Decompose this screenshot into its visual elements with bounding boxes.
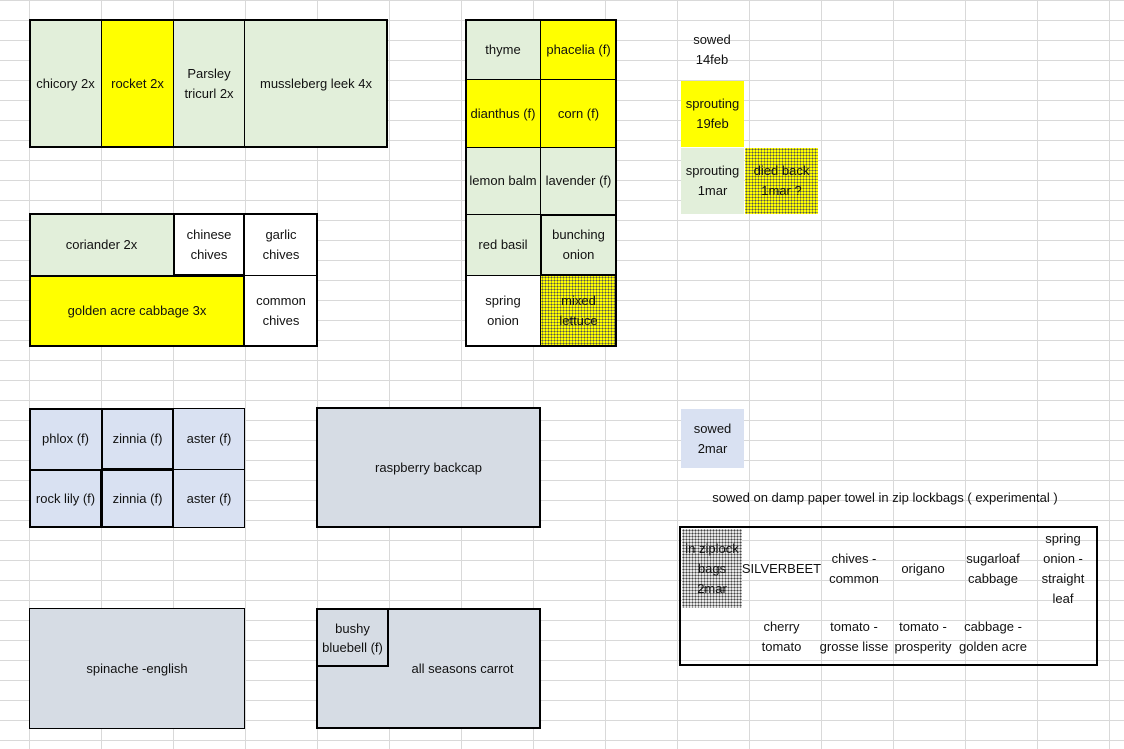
legend-sprouting-1mar: sprouting 1mar (681, 148, 744, 214)
plant-aster-1[interactable]: aster (f) (173, 408, 245, 470)
ziplock-spring-onion[interactable]: spring onion - straight leaf (1041, 531, 1085, 606)
plant-corn[interactable]: corn (f) (540, 79, 617, 148)
ziplock-cherry-tomato[interactable]: cherry tomato (761, 619, 802, 654)
plant-rocket[interactable]: rocket 2x (101, 19, 174, 148)
legend-died-back: died back 1mar ? (745, 148, 818, 214)
plant-leek[interactable]: mussleberg leek 4x (244, 19, 388, 148)
plant-chicory[interactable]: chicory 2x (29, 19, 102, 148)
plant-bluebell[interactable]: bushy bluebell (f) (316, 608, 389, 667)
plant-aster-2[interactable]: aster (f) (173, 469, 245, 528)
plant-garlic-chives[interactable]: garlic chives (244, 213, 318, 276)
ziplock-tomato-grosse-lisse[interactable]: tomato - grosse lisse (819, 619, 889, 654)
ziplock-cabbage-golden-acre[interactable]: cabbage - golden acre (959, 619, 1027, 654)
plant-zinnia-1[interactable]: zinnia (f) (101, 408, 174, 470)
experimental-note: sowed on damp paper towel in zip lockbag… (712, 490, 1058, 505)
plant-mixed-lettuce[interactable]: mixed lettuce (540, 275, 617, 347)
legend-sprouting-19feb: sprouting 19feb (681, 81, 744, 147)
ziplock-sugarloaf-cabbage[interactable]: sugarloaf cabbage (966, 551, 1020, 586)
plant-spring-onion[interactable]: spring onion (465, 275, 541, 347)
plant-chinese-chives[interactable]: chinese chives (173, 213, 245, 276)
plant-golden-acre-cabbage[interactable]: golden acre cabbage 3x (29, 275, 245, 347)
plant-lavender[interactable]: lavender (f) (540, 147, 617, 215)
plant-coriander[interactable]: coriander 2x (29, 213, 174, 276)
plant-dianthus[interactable]: dianthus (f) (465, 79, 541, 148)
plant-phlox[interactable]: phlox (f) (29, 408, 102, 470)
plant-common-chives[interactable]: common chives (244, 275, 318, 347)
legend-sowed-14feb: sowed 14feb (693, 32, 731, 67)
ziplock-silverbeet[interactable]: SILVERBEET (741, 561, 822, 576)
plant-thyme[interactable]: thyme (465, 19, 541, 80)
plant-bunching-onion[interactable]: bunching onion (540, 214, 617, 276)
ziplock-chives-common[interactable]: chives - common (829, 551, 879, 586)
plant-raspberry[interactable]: raspberry backcap (316, 407, 541, 528)
plant-red-basil[interactable]: red basil (465, 214, 541, 276)
plant-zinnia-2[interactable]: zinnia (f) (101, 469, 174, 528)
legend-sowed-2mar: sowed 2mar (681, 409, 744, 468)
plant-lemon-balm[interactable]: lemon balm (465, 147, 541, 215)
legend-ziplock-bags: in ziplock bags 2mar (682, 529, 742, 608)
ziplock-origano[interactable]: origano (901, 561, 945, 576)
ziplock-tomato-prosperity[interactable]: tomato - prosperity (894, 619, 952, 654)
plant-spinach[interactable]: spinache -english (29, 608, 245, 729)
plant-rock-lily[interactable]: rock lily (f) (29, 469, 102, 528)
plant-phacelia[interactable]: phacelia (f) (540, 19, 617, 80)
plant-parsley[interactable]: Parsley tricurl 2x (173, 19, 245, 148)
